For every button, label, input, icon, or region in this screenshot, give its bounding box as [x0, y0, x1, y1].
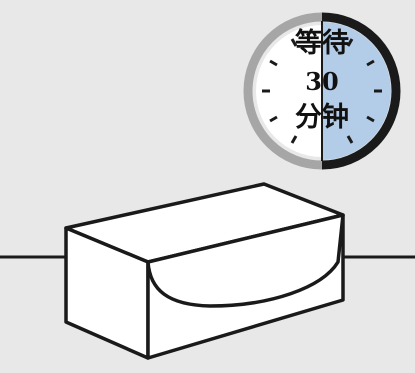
timer-tick [290, 135, 298, 144]
timer-tick [290, 38, 298, 47]
timer-elapsed-wedge [322, 22, 391, 160]
box-icon [64, 182, 345, 360]
timer-label-line1: 等待 [295, 28, 349, 59]
timer-tick [346, 135, 354, 144]
timer-label-line3: 分钟 [295, 102, 349, 133]
box-lid-curve [146, 214, 345, 308]
timer-tick [269, 115, 278, 123]
timer-tick [366, 115, 375, 123]
timer-ticks [262, 38, 382, 144]
timer-tick [366, 59, 375, 67]
timer-label-line2: 30 [305, 67, 339, 96]
timer-remaining-ring [243, 12, 323, 170]
stopwatch-icon [243, 12, 401, 170]
box-right-face [146, 213, 345, 360]
timer-tick [269, 59, 278, 67]
timer-elapsed-ring [321, 12, 401, 170]
timer-tick [346, 38, 354, 47]
